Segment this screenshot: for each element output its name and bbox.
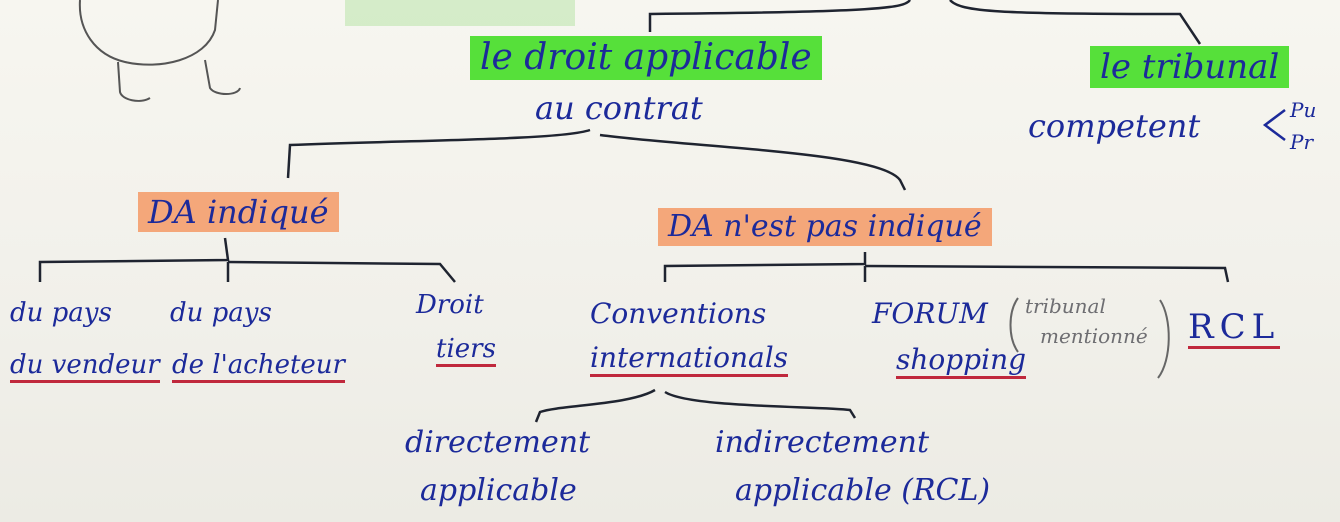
node-forum-line2: shopping — [896, 346, 1027, 379]
node-pays-vendeur: du pays — [10, 298, 112, 328]
node-conventions-line2: internationals — [590, 344, 789, 377]
node-pays-acheteur: du pays — [170, 298, 272, 328]
node-droit-applicable: le droit applicable — [470, 36, 822, 80]
node-pays-acheteur-line2: de l'acheteur — [172, 352, 345, 383]
node-droit-tiers: Droit — [416, 290, 484, 320]
node-da-non-indique: DA n'est pas indiqué — [658, 208, 992, 246]
node-tribunal: le tribunal — [1090, 46, 1290, 88]
node-pays-vendeur-line2: du vendeur — [10, 352, 160, 383]
node-tribunal-line2: competent — [1028, 107, 1201, 145]
node-indirectement: indirectement — [715, 425, 929, 460]
node-da-indique: DA indiqué — [138, 192, 339, 232]
node-droit-applicable-line2: au contrat — [535, 89, 703, 127]
tribunal-brace-pu: Pu — [1290, 98, 1317, 122]
node-conventions: Conventions — [590, 297, 767, 330]
node-droit-tiers-line2: tiers — [436, 336, 496, 367]
node-tribunal-mentionne: tribunal — [1025, 294, 1106, 318]
node-forum: FORUM — [872, 297, 988, 330]
node-rcl: RCL — [1188, 307, 1281, 349]
node-directement-line2: applicable — [420, 473, 577, 508]
node-directement: directement — [405, 425, 591, 460]
node-tribunal-mentionne-line2: mentionné — [1040, 324, 1148, 348]
node-indirectement-line2: applicable (RCL) — [735, 473, 991, 508]
tribunal-brace-pr: Pr — [1290, 130, 1314, 154]
